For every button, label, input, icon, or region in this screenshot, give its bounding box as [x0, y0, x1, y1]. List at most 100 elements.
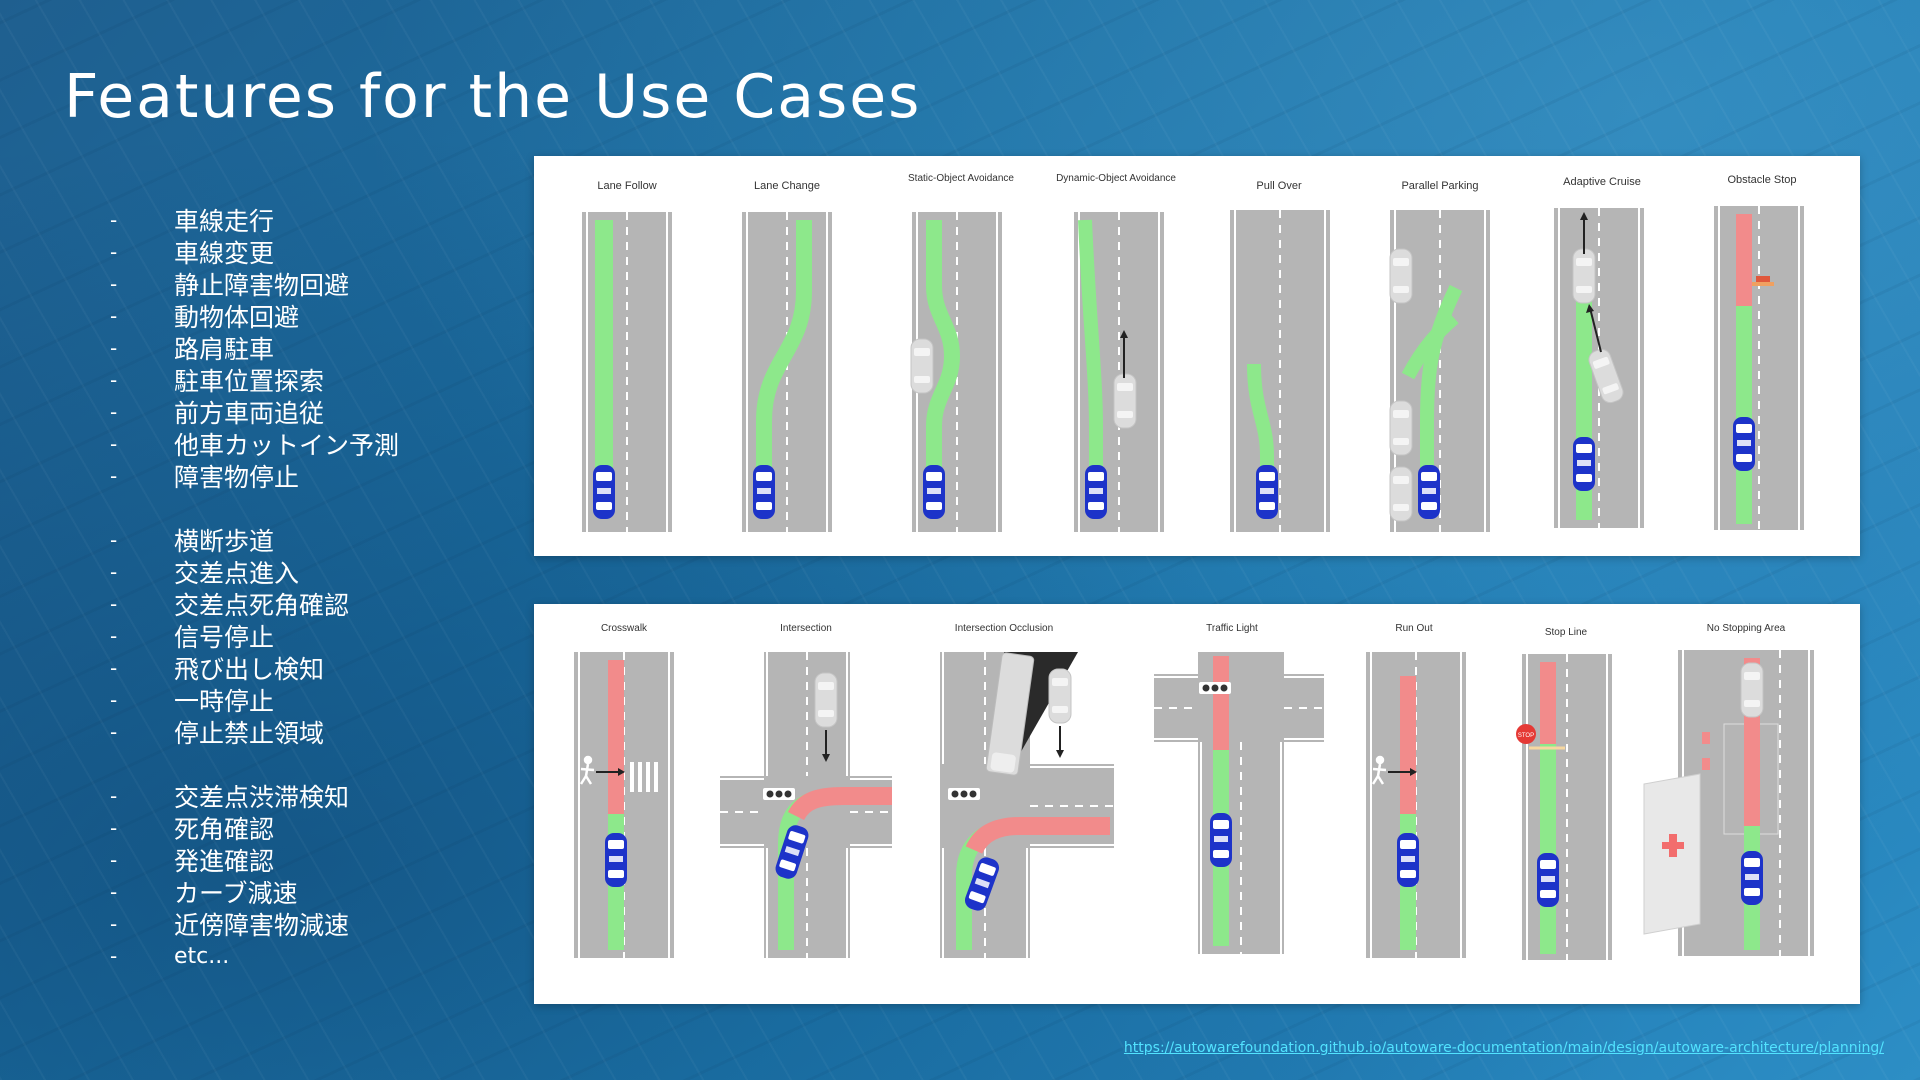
feature-label: 前方車両追従 [174, 399, 325, 428]
feature-item: - 車線走行 [110, 204, 399, 236]
feature-label: 車線走行 [174, 207, 275, 236]
feature-label: 交差点死角確認 [174, 591, 350, 620]
feature-item: - 動物体回避 [110, 300, 399, 332]
diagram-traffic-light: Traffic Light [1154, 623, 1324, 954]
diagram-label: Pull Over [1256, 180, 1302, 192]
feature-item: - 障害物停止 [110, 460, 399, 492]
bullet-dash: - [110, 784, 118, 808]
stop-sign-text: STOP [1518, 733, 1534, 739]
diagram-label: Lane Follow [597, 180, 656, 192]
feature-label: 静止障害物回避 [174, 271, 350, 300]
feature-label: 障害物停止 [174, 463, 300, 492]
feature-item: - 一時停止 [110, 684, 399, 716]
diagram-label: Intersection [780, 623, 832, 634]
bullet-dash: - [110, 560, 118, 584]
diagram-lane-change: Lane Change [742, 180, 832, 532]
feature-item: -停止禁止領域 [110, 716, 399, 748]
bullet-dash: - [110, 912, 118, 936]
diagram-label: Traffic Light [1206, 623, 1258, 634]
list-spacer [110, 492, 399, 524]
feature-item: -信号停止 [110, 620, 399, 652]
feature-item: - 路肩駐車 [110, 332, 399, 364]
feature-item: - 交差点死角確認 [110, 588, 399, 620]
feature-label: 飛び出し検知 [174, 655, 325, 684]
use-case-diagram-panel-2: Crosswalk Intersection [534, 604, 1860, 1004]
diagram-lane-follow: Lane Follow [582, 180, 672, 532]
feature-item: - 発進確認 [110, 844, 399, 876]
feature-item: - 交差点渋滞検知 [110, 780, 399, 812]
feature-item: - 死角確認 [110, 812, 399, 844]
diagram-obstacle-stop: Obstacle Stop [1714, 174, 1804, 530]
feature-label: 発進確認 [174, 847, 275, 876]
diagram-label: No Stopping Area [1707, 623, 1786, 634]
feature-item: - 駐車位置探索 [110, 364, 399, 396]
feature-label: 近傍障害物減速 [174, 911, 350, 940]
diagram-label: Parallel Parking [1401, 180, 1478, 192]
bullet-dash: - [110, 624, 118, 648]
bullet-dash: - [110, 688, 118, 712]
diagram-static-object-avoidance: Static-Object Avoidance [908, 173, 1014, 532]
bullet-dash: - [110, 272, 118, 296]
diagram-crosswalk: Crosswalk [574, 623, 674, 958]
feature-item: - 静止障害物回避 [110, 268, 399, 300]
slide-title: Features for the Use Cases [64, 62, 922, 132]
feature-label: 他車カットイン予測 [174, 431, 400, 460]
bullet-dash: - [110, 208, 118, 232]
feature-label: etc... [174, 943, 230, 969]
feature-item: - 横断歩道 [110, 524, 399, 556]
use-case-diagram-panel-1: Lane Follow Lane Change Static-Object Av… [534, 156, 1860, 556]
bullet-dash: - [110, 528, 118, 552]
stop-sign-icon [1516, 724, 1536, 744]
feature-label: 駐車位置探索 [174, 367, 325, 396]
bullet-dash: - [110, 848, 118, 872]
bullet-dash: - [110, 944, 118, 968]
feature-label: 死角確認 [174, 815, 275, 844]
diagram-parallel-parking: Parallel Parking [1389, 180, 1490, 532]
diagram-label: Crosswalk [601, 623, 648, 634]
diagram-label: Stop Line [1545, 627, 1588, 638]
bullet-dash: - [110, 656, 118, 680]
feature-label: 交差点進入 [174, 559, 300, 588]
feature-label: 動物体回避 [174, 303, 300, 332]
feature-item: - 交差点進入 [110, 556, 399, 588]
diagram-label: Dynamic-Object Avoidance [1056, 173, 1176, 184]
feature-label: 車線変更 [174, 239, 275, 268]
diagram-label: Adaptive Cruise [1563, 176, 1641, 188]
bullet-dash: - [110, 240, 118, 264]
diagram-dynamic-object-avoidance: Dynamic-Object Avoidance [1056, 173, 1176, 532]
bullet-dash: - [110, 880, 118, 904]
bullet-dash: - [110, 400, 118, 424]
bullet-dash: - [110, 336, 118, 360]
bullet-dash: - [110, 368, 118, 392]
diagram-intersection-occlusion: Intersection Occlusion [940, 623, 1114, 958]
bullet-dash: - [110, 816, 118, 840]
diagram-label: Obstacle Stop [1727, 174, 1796, 186]
feature-list: - 車線走行 - 車線変更 - 静止障害物回避 - 動物体回避 - 路肩駐車 - 駐車位置探… [110, 204, 399, 972]
feature-item: - 他車カットイン予測 [110, 428, 399, 460]
feature-item: - 近傍障害物減速 [110, 908, 399, 940]
feature-item: - 飛び出し検知 [110, 652, 399, 684]
feature-label: 一時停止 [174, 687, 275, 716]
feature-label: 横断歩道 [174, 527, 275, 556]
feature-item: - カーブ減速 [110, 876, 399, 908]
diagram-label: Lane Change [754, 180, 820, 192]
feature-item: - etc... [110, 940, 399, 972]
diagram-stop-line: Stop Line STOP [1516, 627, 1612, 960]
diagram-label: Run Out [1395, 623, 1432, 634]
bullet-dash: - [110, 592, 118, 616]
bullet-dash: - [110, 304, 118, 328]
feature-label: 停止禁止領域 [174, 719, 325, 748]
feature-label: 路肩駐車 [174, 335, 275, 364]
feature-item: - 車線変更 [110, 236, 399, 268]
list-spacer [110, 748, 399, 780]
diagram-label: Intersection Occlusion [955, 623, 1053, 634]
feature-label: 交差点渋滞検知 [174, 783, 350, 812]
feature-item: - 前方車両追従 [110, 396, 399, 428]
bullet-dash: - [110, 464, 118, 488]
diagram-label: Static-Object Avoidance [908, 173, 1014, 184]
source-link[interactable]: https://autowarefoundation.github.io/aut… [1123, 1040, 1884, 1056]
diagram-pull-over: Pull Over [1230, 180, 1330, 532]
feature-label: カーブ減速 [174, 879, 298, 908]
bullet-dash: - [110, 432, 118, 456]
hospital-building-icon [1643, 773, 1701, 935]
